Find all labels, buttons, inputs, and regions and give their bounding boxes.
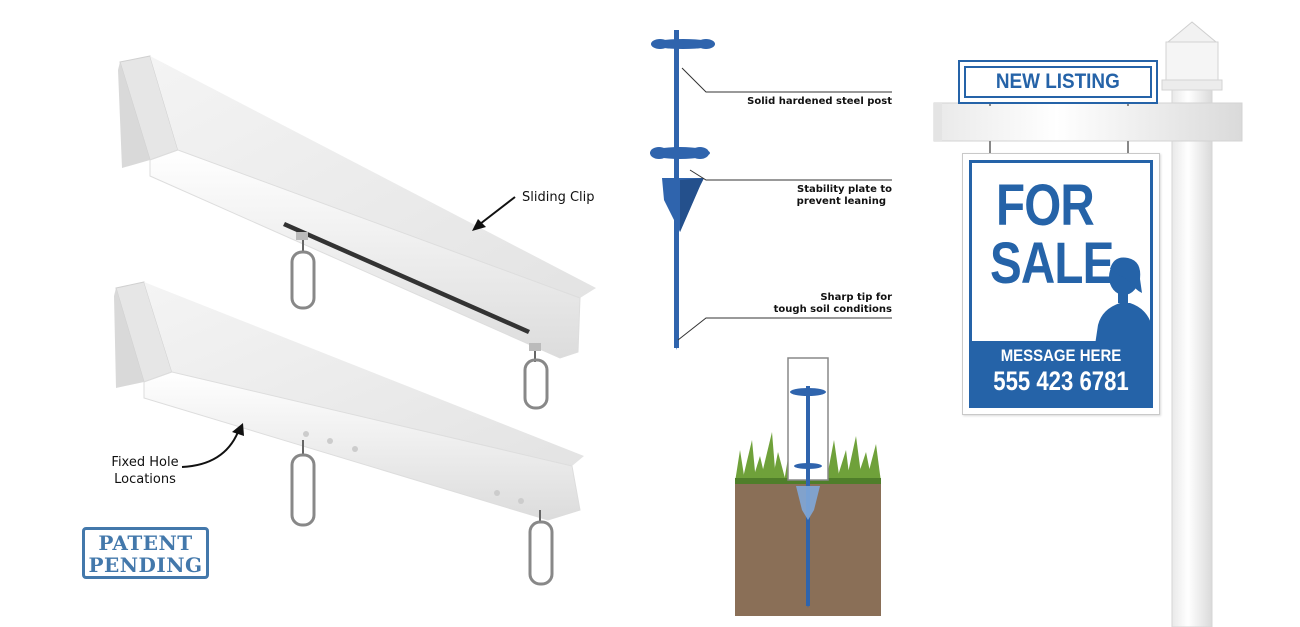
carabiner-lower-right xyxy=(528,510,554,586)
sign-for-text: FOR xyxy=(996,173,1095,238)
fixed-hole-arm xyxy=(114,281,584,521)
rider-text: NEW LISTING xyxy=(996,70,1120,93)
fixed-hole-label-line2: Locations xyxy=(114,472,176,487)
carabiner-upper-left xyxy=(290,240,316,310)
stability-plate-label: Stability plate to prevent leaning xyxy=(700,184,892,208)
patent-pending-stamp: PATENT PENDING xyxy=(82,527,209,579)
fixed-hole-label-line1: Fixed Hole xyxy=(111,455,179,470)
sign-message: MESSAGE HERE xyxy=(1000,346,1122,365)
sharp-tip-line1: Sharp tip for xyxy=(820,292,892,303)
sign-phone-number: 555 423 6781 xyxy=(993,366,1129,396)
stamp-line2: PENDING xyxy=(88,553,203,577)
sliding-clip-arm xyxy=(118,55,596,359)
stability-plate-line1: Stability plate to xyxy=(797,184,892,195)
steel-post-label: Solid hardened steel post xyxy=(747,96,892,107)
sharp-tip-label: Sharp tip for tough soil conditions xyxy=(700,292,892,316)
stamp-line1: PATENT xyxy=(98,531,193,555)
rider-inner-border: NEW LISTING xyxy=(964,66,1152,98)
stability-plate-line2: prevent leaning xyxy=(796,196,886,207)
sliding-clip-label: Sliding Clip xyxy=(522,190,595,205)
sharp-tip-line2: tough soil conditions xyxy=(773,304,892,315)
sliding-clip-arrow xyxy=(472,196,516,231)
fixed-hole-arrow xyxy=(181,423,244,468)
fixed-hole-label: Fixed Hole Locations xyxy=(108,454,182,488)
sign-sale-text: SALE xyxy=(990,231,1114,296)
sign-contact-band: MESSAGE HERE 555 423 6781 xyxy=(972,341,1150,405)
carabiner-upper-right xyxy=(523,351,549,410)
sign-border: FOR SALE MESSAGE HERE 555 423 6781 xyxy=(969,160,1153,408)
carabiner-lower-left xyxy=(290,440,316,527)
for-sale-sign: FOR SALE MESSAGE HERE 555 423 6781 xyxy=(962,153,1160,415)
new-listing-rider: NEW LISTING xyxy=(958,60,1158,104)
